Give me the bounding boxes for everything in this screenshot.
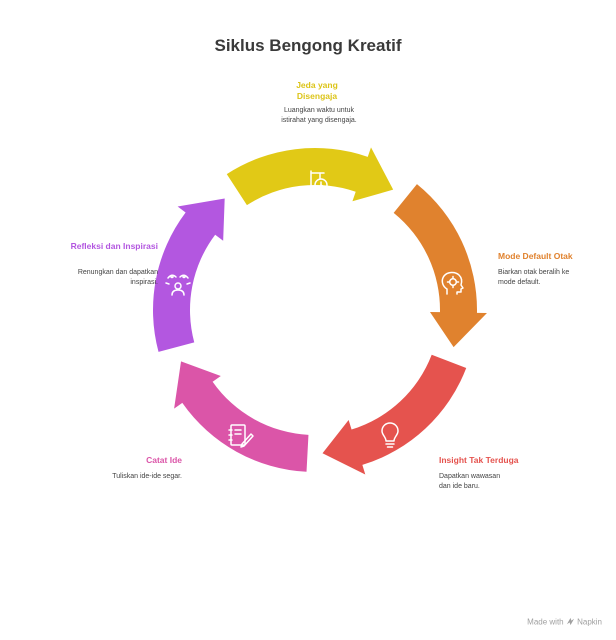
signpost-clock-icon [310,170,328,194]
step-5-heading: Refleksi dan Inspirasi [70,241,158,251]
page-title: Siklus Bengong Kreatif [214,36,402,55]
cycle-arrow-3 [322,354,467,475]
step-4-description: Tuliskan ide-ide segar. [112,473,182,480]
step-1-heading: Jeda yang Disengaja [296,80,338,101]
step-2-description: Biarkan otak beralih ke mode default. [498,269,570,286]
cycle-arrow-5 [153,198,225,352]
step-3-heading: Insight Tak Terduga [439,455,519,465]
napkin-logo-icon [566,617,574,626]
step-5-description: Renungkan dan dapatkan inspirasi. [77,269,158,286]
step-3-description: Dapatkan wawasan dan ide baru. [439,473,501,490]
head-gear-icon [441,271,464,295]
napkin-brand-label: Napkin [577,617,602,626]
footer-branding: Made with Napkin [527,617,602,626]
step-2-heading: Mode Default Otak [498,251,573,261]
cycle-arrow-1 [226,147,394,206]
lightbulb-icon [381,422,399,448]
cycle-arrow-2 [393,184,487,348]
notebook-pen-icon [228,424,254,448]
made-with-label: Made with [527,617,564,626]
cycle-arrow-4 [174,361,309,472]
step-1-description: Luangkan waktu untuk istirahat yang dise… [281,107,357,124]
step-4-heading: Catat Ide [146,455,182,465]
person-reflect-icon [165,274,191,296]
